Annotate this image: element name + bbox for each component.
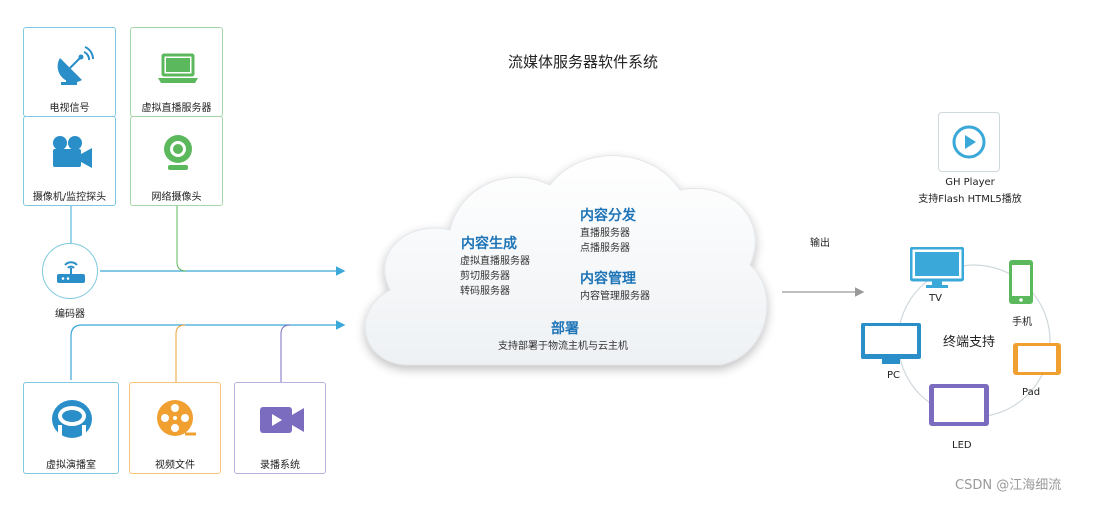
video-record-icon xyxy=(260,407,304,433)
watermark: CSDN @江海细流 xyxy=(955,478,1062,493)
tv-icon xyxy=(910,247,964,288)
virtual-studio-label: 虚拟演播室 xyxy=(46,460,96,471)
content-distribution-item: 直播服务器 xyxy=(580,228,630,239)
content-distribution-item: 点播服务器 xyxy=(580,243,630,254)
router-icon xyxy=(57,261,85,283)
gh-player-name: GH Player xyxy=(945,177,995,188)
source-virtual-studio: 虚拟演播室 xyxy=(23,382,119,474)
play-button-icon xyxy=(952,125,986,159)
source-virtual-live-server: 虚拟直播服务器 xyxy=(130,27,223,117)
webcam-label: 网络摄像头 xyxy=(151,192,202,203)
video-camera-icon xyxy=(53,136,92,168)
tablet-pad-icon xyxy=(1013,343,1061,375)
tv-signal-label: 电视信号 xyxy=(49,103,90,114)
encoder-label: 编码器 xyxy=(55,309,85,320)
virtual-live-server-label: 虚拟直播服务器 xyxy=(141,103,212,114)
content-management-item: 内容管理服务器 xyxy=(580,291,650,302)
studio-line xyxy=(70,320,346,380)
source-webcam: 网络摄像头 xyxy=(130,116,223,206)
gh-player-box xyxy=(938,112,1000,172)
laptop-icon xyxy=(158,53,198,83)
source-tv-signal: 电视信号 xyxy=(23,27,116,117)
film-reel-icon xyxy=(157,400,196,436)
webcam-icon xyxy=(164,135,192,170)
deployment-title: 部署 xyxy=(551,321,579,337)
output-label: 输出 xyxy=(810,238,830,249)
content-distribution-title: 内容分发 xyxy=(580,208,636,224)
source-camera: 摄像机/监控探头 xyxy=(23,116,116,206)
phone-label: 手机 xyxy=(1012,317,1032,328)
cloud-shape xyxy=(364,155,768,366)
source-video-file: 视频文件 xyxy=(129,382,221,474)
encoder-node xyxy=(42,243,98,299)
video-file-line xyxy=(175,324,186,382)
recording-system-label: 录播系统 xyxy=(260,460,300,471)
pad-label: Pad xyxy=(1022,387,1041,398)
stadium-icon xyxy=(52,400,92,438)
gh-player-desc: 支持Flash HTML5播放 xyxy=(918,194,1022,205)
recording-line xyxy=(280,324,291,382)
content-generation-item: 剪切服务器 xyxy=(460,271,510,282)
content-generation-title: 内容生成 xyxy=(461,236,517,252)
led-display-icon xyxy=(929,384,989,426)
phone-icon xyxy=(1009,260,1033,304)
led-label: LED xyxy=(952,440,972,451)
content-generation-item: 虚拟直播服务器 xyxy=(460,256,530,267)
content-management-title: 内容管理 xyxy=(580,271,636,287)
satellite-dish-icon xyxy=(57,46,94,85)
tv-label: TV xyxy=(929,293,942,304)
terminal-center-label: 终端支持 xyxy=(943,335,996,350)
webcam-line xyxy=(176,206,187,272)
pc-label: PC xyxy=(887,370,901,381)
page-title: 流媒体服务器软件系统 xyxy=(508,53,659,71)
video-file-label: 视频文件 xyxy=(155,460,195,471)
camera-label: 摄像机/监控探头 xyxy=(32,192,107,203)
source-recording-system: 录播系统 xyxy=(234,382,326,474)
deployment-desc: 支持部署于物流主机与云主机 xyxy=(498,341,628,352)
content-generation-item: 转码服务器 xyxy=(460,286,510,297)
pc-monitor-icon xyxy=(861,323,921,364)
